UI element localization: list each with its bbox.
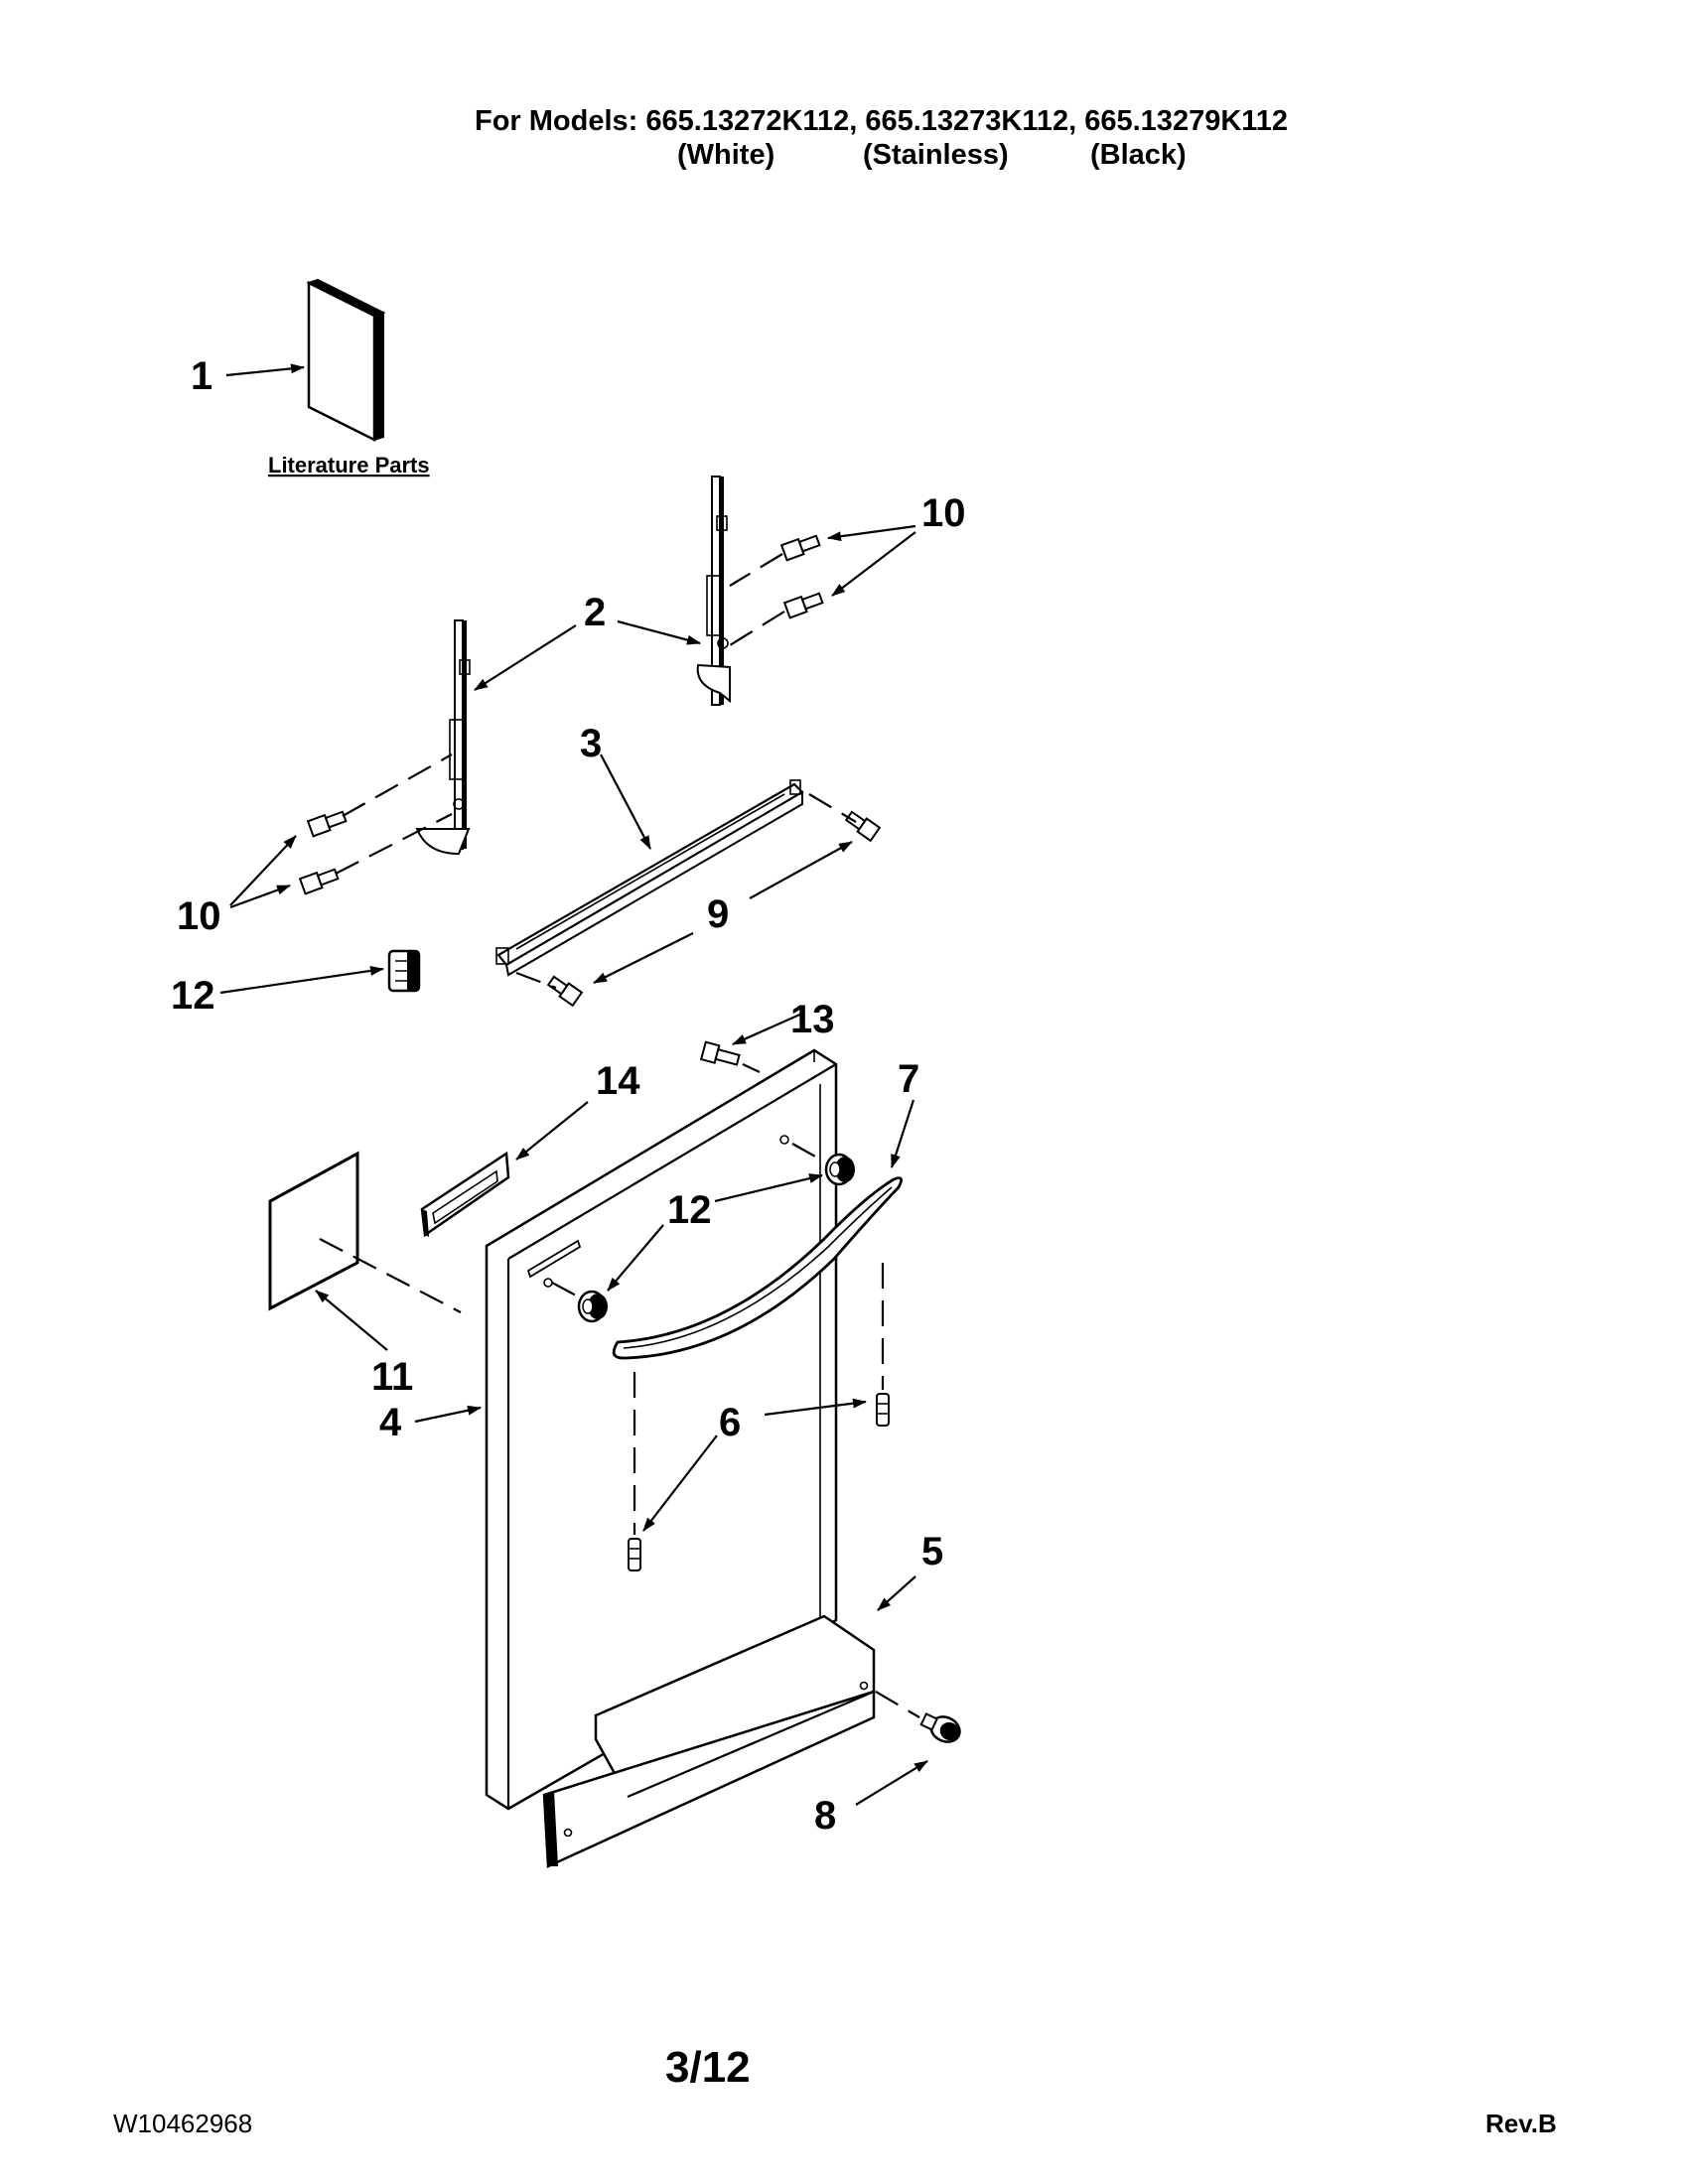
callout-7: 7 xyxy=(898,1057,919,1101)
revision: Rev.B xyxy=(1485,2109,1557,2138)
handle-studs xyxy=(628,1263,890,1571)
callout-9: 9 xyxy=(707,892,729,936)
rating-label xyxy=(268,1151,462,1351)
callout-3: 3 xyxy=(580,722,602,765)
callout-10-lower: 10 xyxy=(177,894,221,938)
literature-parts-label: Literature Parts xyxy=(268,453,430,478)
handle-bumpers xyxy=(551,1143,855,1323)
outer-door-panel xyxy=(414,1048,838,1811)
callout-8: 8 xyxy=(814,1794,836,1838)
callout-5: 5 xyxy=(921,1530,943,1573)
models-title: For Models: 665.13272K112, 665.13273K112… xyxy=(475,105,1289,137)
variant-stainless: (Stainless) xyxy=(863,139,1009,171)
callout-2: 2 xyxy=(584,591,606,634)
bumper-standalone xyxy=(219,949,421,995)
hinge-screws-upper xyxy=(729,524,916,646)
variant-black: (Black) xyxy=(1090,139,1187,171)
door-handle xyxy=(612,1099,915,1360)
literature-booklet xyxy=(225,278,386,443)
nameplate xyxy=(420,1101,589,1238)
callout-12-standalone: 12 xyxy=(171,974,215,1018)
toe-panel xyxy=(542,1575,916,1868)
callout-1: 1 xyxy=(191,354,212,398)
callout-11: 11 xyxy=(371,1355,413,1399)
vent-screws xyxy=(515,793,882,1008)
variant-white: (White) xyxy=(677,139,775,171)
callout-4: 4 xyxy=(379,1401,402,1444)
callout-13: 13 xyxy=(790,998,835,1041)
vent-rail xyxy=(495,753,804,977)
page-number: 3/12 xyxy=(665,2043,751,2092)
document-number: W10462968 xyxy=(113,2109,253,2138)
callout-14: 14 xyxy=(596,1059,640,1103)
hinge-left xyxy=(415,619,471,856)
panel-screw xyxy=(699,1011,805,1073)
hinge-screws-lower xyxy=(229,753,453,909)
callout-10-upper: 10 xyxy=(921,491,966,535)
callout-6: 6 xyxy=(719,1401,741,1444)
hinge-right xyxy=(696,476,731,706)
toe-panel-screw xyxy=(855,1691,961,1806)
callout-12-handle: 12 xyxy=(667,1188,712,1232)
